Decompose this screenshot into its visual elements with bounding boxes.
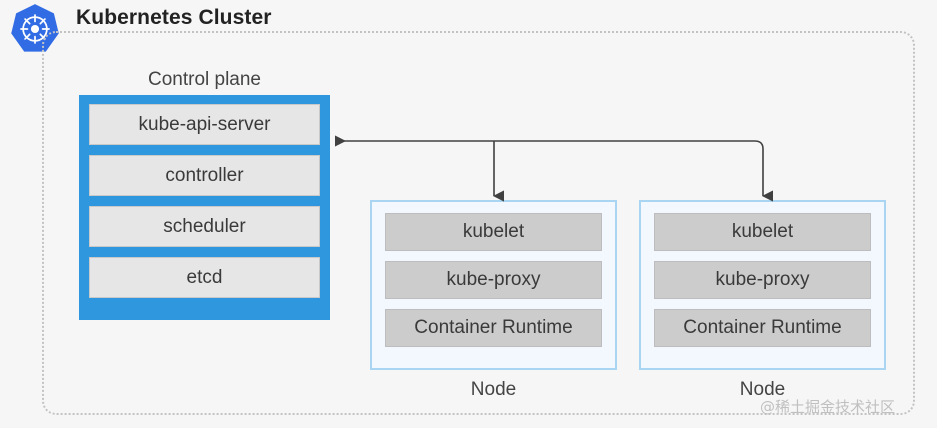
control-plane-component-kube-api-server: kube-api-server [89, 104, 320, 145]
node-1-component-container-runtime: Container Runtime [385, 309, 602, 347]
node-1-component-kube-proxy: kube-proxy [385, 261, 602, 299]
node-1-component-kubelet: kubelet [385, 213, 602, 251]
page-title: Kubernetes Cluster [76, 6, 272, 29]
node-2-component-container-runtime: Container Runtime [654, 309, 871, 347]
component-label: Container Runtime [414, 317, 573, 338]
component-label: etcd [186, 266, 223, 288]
control-plane-component-controller: controller [89, 155, 320, 196]
component-label: Container Runtime [683, 317, 842, 338]
component-label: controller [165, 164, 244, 186]
component-label: scheduler [163, 215, 246, 237]
node-2-component-kube-proxy: kube-proxy [654, 261, 871, 299]
control-plane-label: Control plane [147, 69, 262, 90]
node-box-2: kubelet kube-proxy Container Runtime [639, 200, 886, 370]
component-label: kube-proxy [715, 269, 810, 290]
component-label: kubelet [462, 221, 525, 242]
node-1-label: Node [470, 379, 517, 400]
node-2-label: Node [739, 379, 786, 400]
kubernetes-cluster-boundary [42, 31, 915, 415]
control-plane-component-etcd: etcd [89, 257, 320, 298]
component-label: kube-api-server [138, 113, 271, 135]
component-label: kubelet [731, 221, 794, 242]
watermark: @稀土掘金技术社区 [760, 398, 896, 416]
node-2-component-kubelet: kubelet [654, 213, 871, 251]
control-plane-box: kube-api-server controller scheduler etc… [79, 95, 330, 320]
control-plane-component-scheduler: scheduler [89, 206, 320, 247]
component-label: kube-proxy [446, 269, 541, 290]
node-box-1: kubelet kube-proxy Container Runtime [370, 200, 617, 370]
